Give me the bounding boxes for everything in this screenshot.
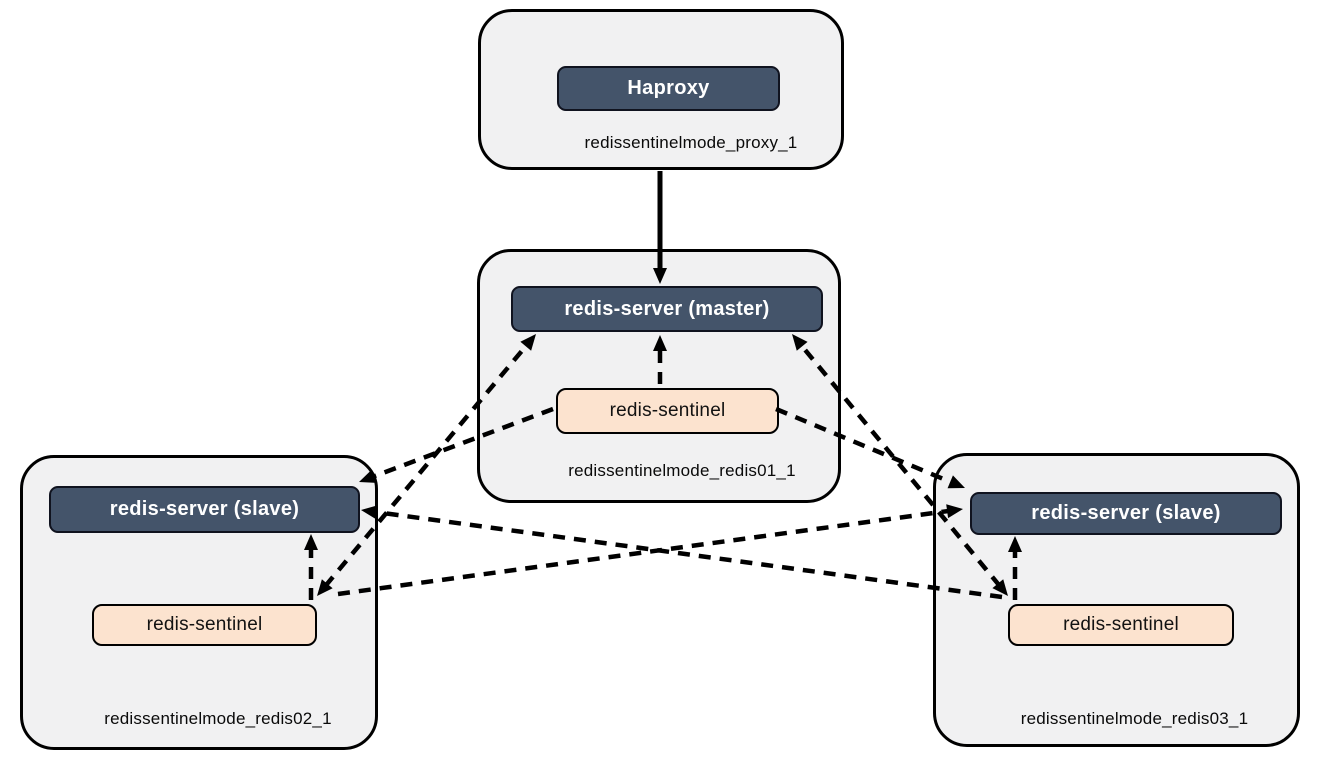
node-redis-server-master: redis-server (master) — [511, 286, 823, 332]
group-redis02: redis-server (slave) redis-sentinel redi… — [20, 455, 378, 750]
group-redis03: redis-server (slave) redis-sentinel redi… — [933, 453, 1300, 747]
group-redis01: redis-server (master) redis-sentinel red… — [477, 249, 841, 503]
group-label-redis03: redissentinelmode_redis03_1 — [1020, 709, 1249, 728]
node-redis-sentinel-2: redis-sentinel — [92, 604, 317, 646]
node-redis-server-slave-02: redis-server (slave) — [49, 486, 360, 533]
group-proxy: Haproxy redissentinelmode_proxy_1 — [478, 9, 844, 170]
group-label-redis01: redissentinelmode_redis01_1 — [568, 461, 796, 480]
node-haproxy: Haproxy — [557, 66, 780, 111]
edge-sentinel2-slave3 — [337, 504, 963, 597]
node-redis-server-slave-03: redis-server (slave) — [970, 492, 1282, 535]
node-redis-sentinel-3: redis-sentinel — [1008, 604, 1234, 646]
edge-sentinel3-slave2 — [361, 505, 1003, 600]
group-label-redis02: redissentinelmode_redis02_1 — [104, 709, 332, 728]
node-redis-sentinel-1: redis-sentinel — [556, 388, 779, 434]
group-label-proxy: redissentinelmode_proxy_1 — [584, 133, 798, 152]
